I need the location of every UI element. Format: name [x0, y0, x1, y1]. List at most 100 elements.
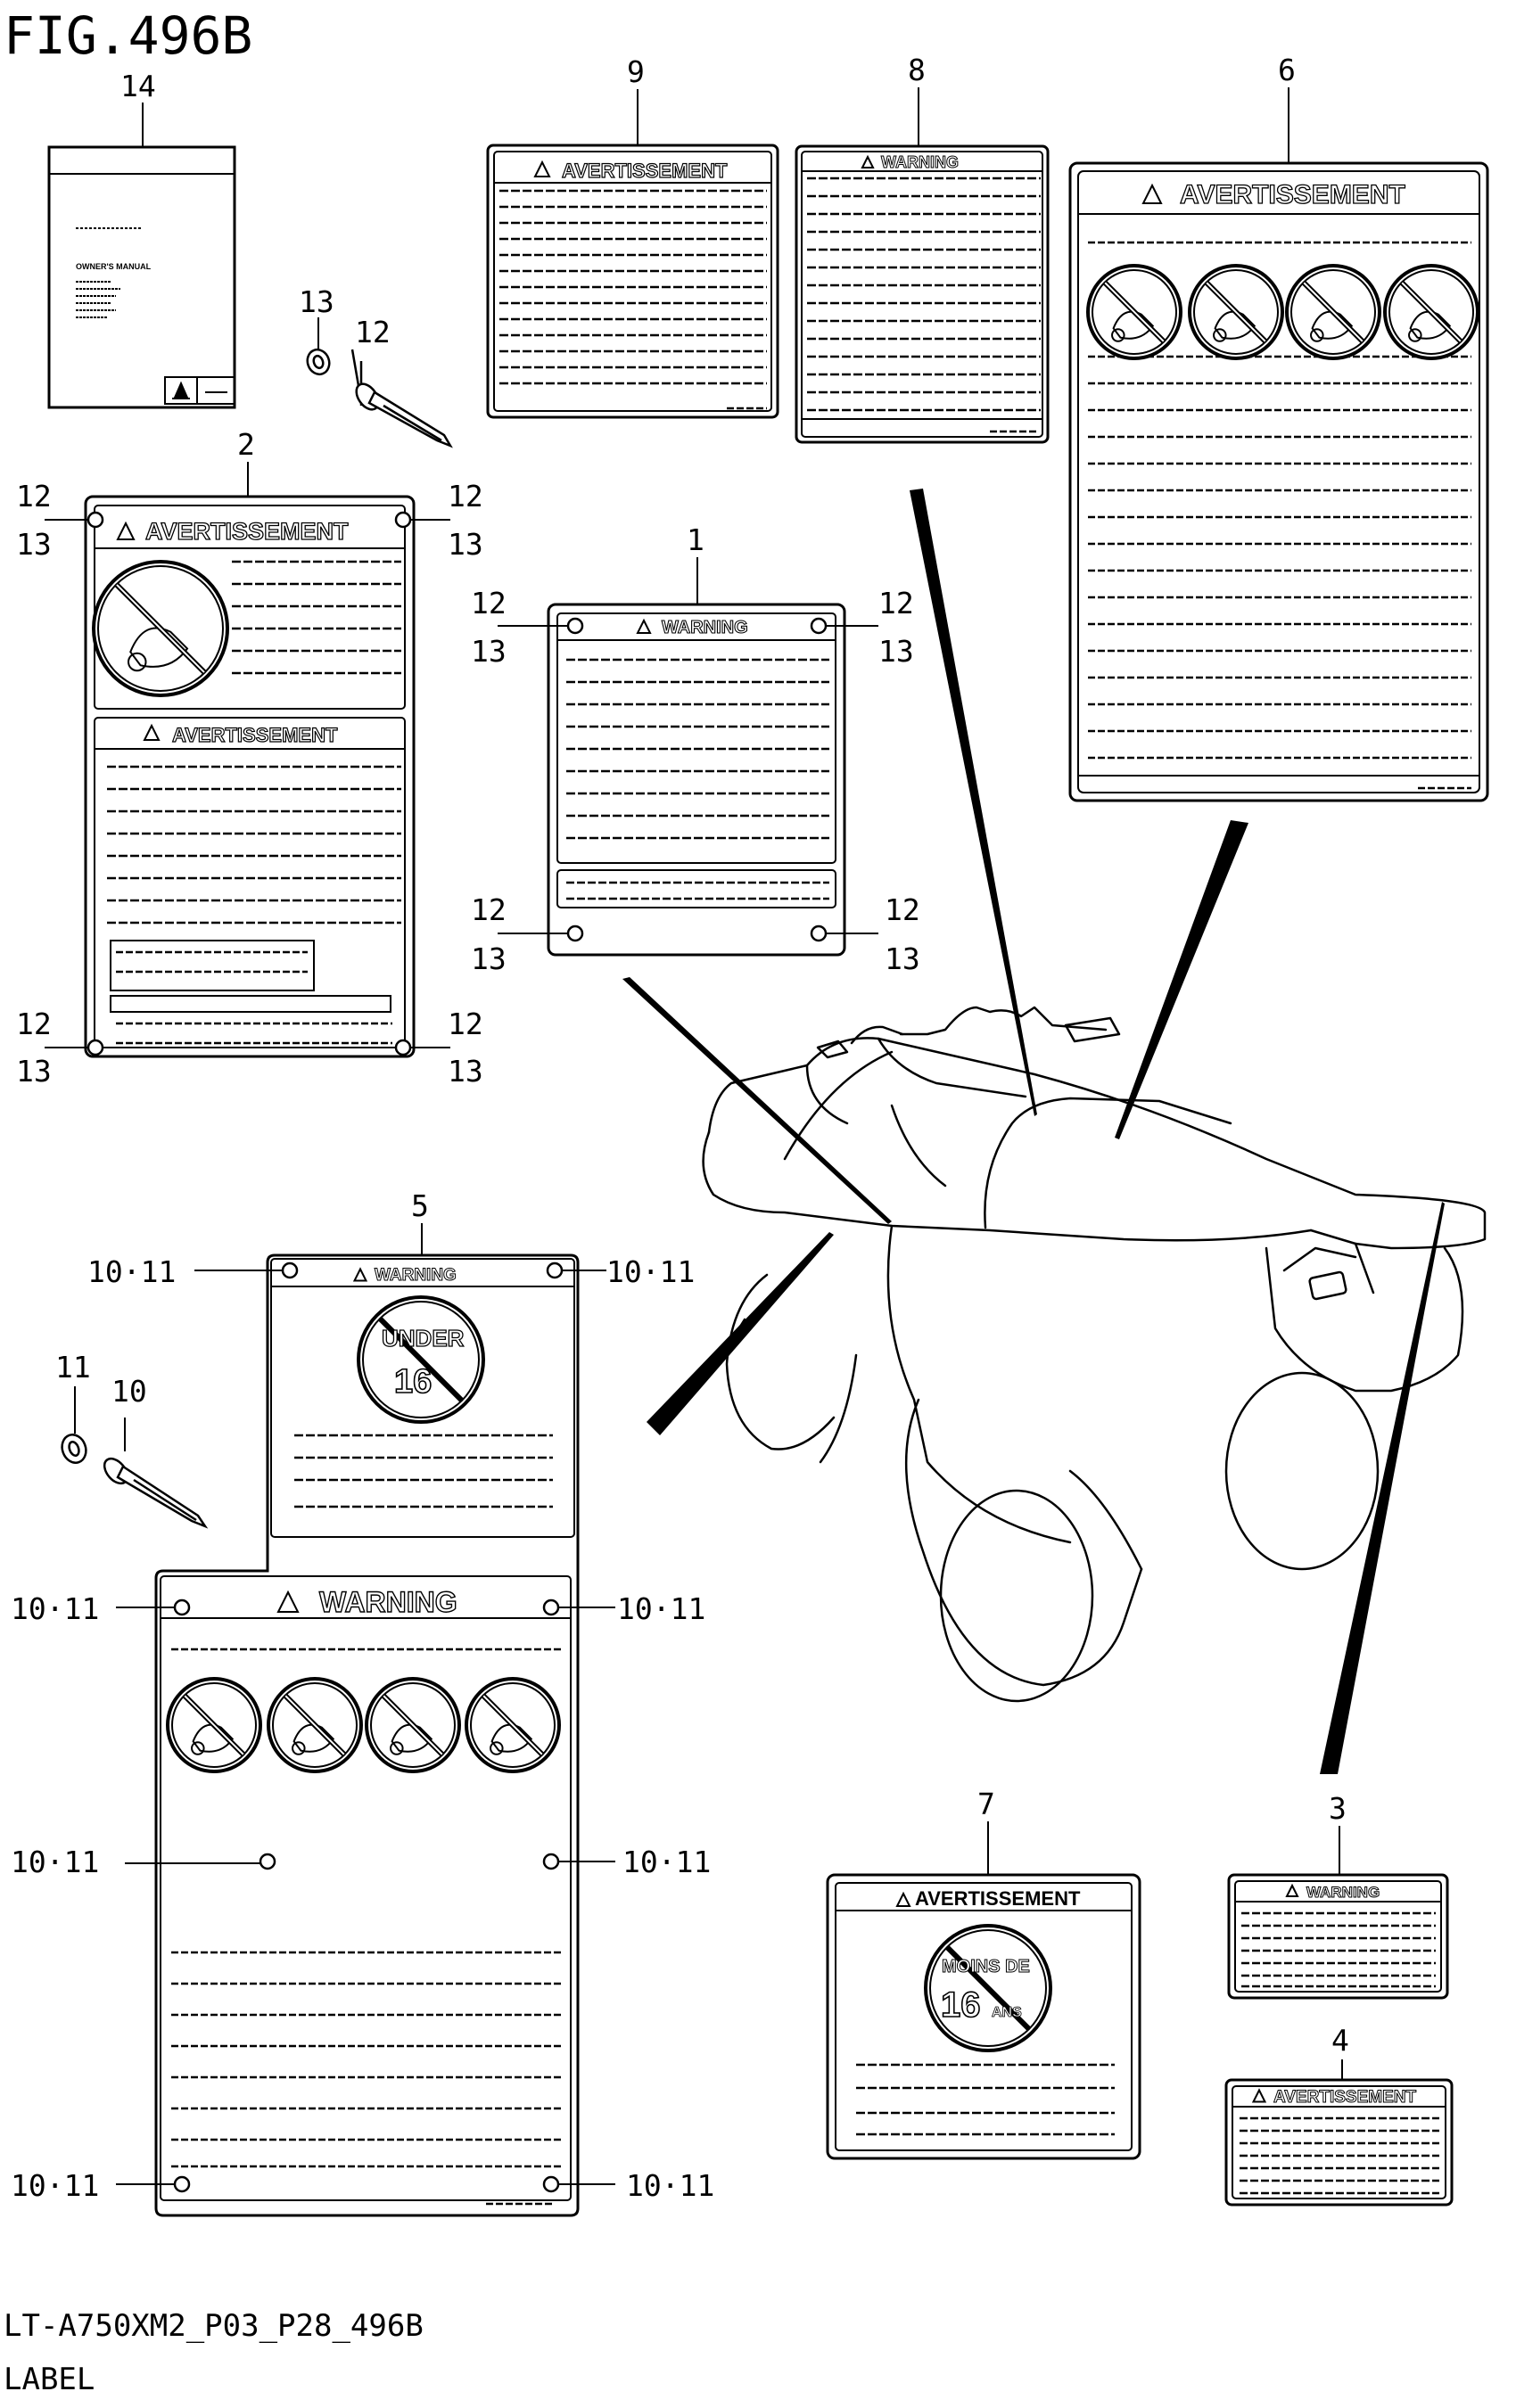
l6-pictogram-icon — [1383, 264, 1479, 360]
label-3 — [1227, 1873, 1449, 2000]
model-code: LT-A750XM2_P03_P28_496B — [4, 2308, 424, 2344]
callout-10-11: 10·11 — [87, 1254, 176, 1289]
callout-13: 13 — [16, 1054, 52, 1089]
figure-title: FIG.496B — [4, 5, 252, 66]
hardware-parts — [61, 348, 453, 1529]
l5-age-text: 16 — [394, 1363, 432, 1401]
label-2 — [84, 495, 416, 1058]
l8-header: WARNING — [881, 153, 959, 171]
l5-header-top: WARNING — [375, 1266, 457, 1285]
l9-text — [499, 189, 767, 410]
l3-text — [1241, 1911, 1436, 1988]
callout-13: 13 — [471, 941, 507, 976]
mounting-hole — [281, 1262, 299, 1279]
warning-triangle-icon — [352, 1267, 368, 1282]
callout-9: 9 — [627, 54, 645, 89]
warning-triangle-icon — [533, 160, 551, 177]
l2-header-bottom: AVERTISSEMENT — [172, 724, 338, 746]
mounting-hole — [542, 1598, 560, 1616]
callout-3: 3 — [1329, 1791, 1347, 1826]
l5-text — [171, 1434, 564, 2206]
callout-12: 12 — [448, 1007, 483, 1041]
mounting-hole — [566, 925, 584, 942]
callout-13: 13 — [878, 634, 914, 669]
warning-triangle-icon — [895, 1891, 911, 1907]
l2-pictogram-icon — [92, 560, 229, 697]
mounting-hole — [566, 617, 584, 635]
callout-6: 6 — [1278, 53, 1296, 87]
leader-lines — [45, 87, 1343, 2185]
l6-header: AVERTISSEMENT — [1180, 180, 1405, 210]
label-5 — [154, 1253, 580, 2217]
rivet-10-icon — [103, 1457, 209, 1529]
callout-8: 8 — [908, 53, 926, 87]
l5-under-text: UNDER — [382, 1325, 465, 1352]
callout-13: 13 — [885, 941, 920, 976]
label-1 — [547, 603, 846, 957]
label-6 — [1068, 161, 1489, 802]
mounting-hole — [394, 1039, 412, 1056]
l7-ans-text: ANS — [992, 2005, 1022, 2020]
label-4 — [1224, 2078, 1454, 2207]
mounting-hole — [87, 511, 104, 529]
mounting-hole — [810, 617, 828, 635]
atv-rear-outline — [702, 1006, 1487, 1703]
callout-10-11: 10·11 — [11, 2168, 99, 2203]
pointer-wedges — [622, 489, 1445, 1774]
mounting-hole — [810, 925, 828, 942]
warning-triangle-icon — [1141, 183, 1163, 204]
mounting-hole — [173, 1598, 191, 1616]
l5-pictogram-icon — [465, 1677, 561, 1773]
washer-13-icon — [306, 348, 331, 376]
l7-text — [856, 2063, 1115, 2136]
callout-10-11: 10·11 — [622, 1845, 711, 1879]
mounting-holes — [87, 154, 1299, 2193]
callout-12: 12 — [16, 479, 52, 514]
l9-header: AVERTISSEMENT — [562, 160, 728, 182]
l5-under16-icon — [357, 1295, 485, 1424]
callout-11: 11 — [55, 1350, 91, 1385]
callout-12: 12 — [471, 892, 507, 927]
figure-caption: LABEL — [4, 2362, 95, 2397]
manual-text-lines — [76, 281, 120, 318]
label-headers: AVERTISSEMENT WARNING AVERTISSEMENT AVER… — [144, 153, 1417, 2108]
l4-header: AVERTISSEMENT — [1273, 2088, 1417, 2107]
callout-10-11: 10·11 — [617, 1591, 705, 1626]
warning-triangle-icon — [636, 618, 652, 634]
washer-11-icon — [61, 1434, 87, 1464]
mounting-hole — [542, 2175, 560, 2193]
label-8 — [795, 144, 1050, 444]
callout-2: 2 — [237, 427, 255, 462]
callout-13: 13 — [16, 527, 52, 562]
brand-logo-icon — [172, 381, 190, 399]
callout-12: 12 — [471, 586, 507, 620]
callout-12: 12 — [16, 1007, 52, 1041]
owners-manual: OWNER'S MANUAL — [47, 145, 236, 409]
warning-triangle-icon — [861, 154, 875, 168]
l2-header-top: AVERTISSEMENT — [145, 518, 349, 545]
callout-7: 7 — [977, 1787, 995, 1821]
callout-12: 12 — [448, 479, 483, 514]
l3-header: WARNING — [1306, 1884, 1380, 1901]
warning-triangle-icon — [116, 521, 136, 540]
l2-text — [107, 560, 401, 1045]
callout-14: 14 — [120, 69, 156, 103]
l8-text — [807, 177, 1041, 433]
callout-12: 12 — [878, 586, 914, 620]
l6-pictogram-icon — [1285, 264, 1381, 360]
warning-triangle-icon — [276, 1590, 300, 1613]
l5-pictogram-icon — [267, 1677, 363, 1773]
callout-5: 5 — [411, 1188, 429, 1223]
manual-title: OWNER'S MANUAL — [76, 262, 152, 271]
callout-10: 10 — [111, 1374, 147, 1409]
l5-pictogram-icon — [365, 1677, 461, 1773]
l6-text — [1088, 241, 1471, 790]
l5-header-bottom: WARNING — [319, 1586, 457, 1618]
mounting-hole — [546, 1262, 564, 1279]
callout-12-rivet: 12 — [355, 315, 391, 349]
l4-text — [1240, 2116, 1439, 2195]
l7-age-text: 16 — [941, 1985, 981, 2025]
l1-text — [566, 658, 829, 900]
mounting-hole — [173, 2175, 191, 2193]
